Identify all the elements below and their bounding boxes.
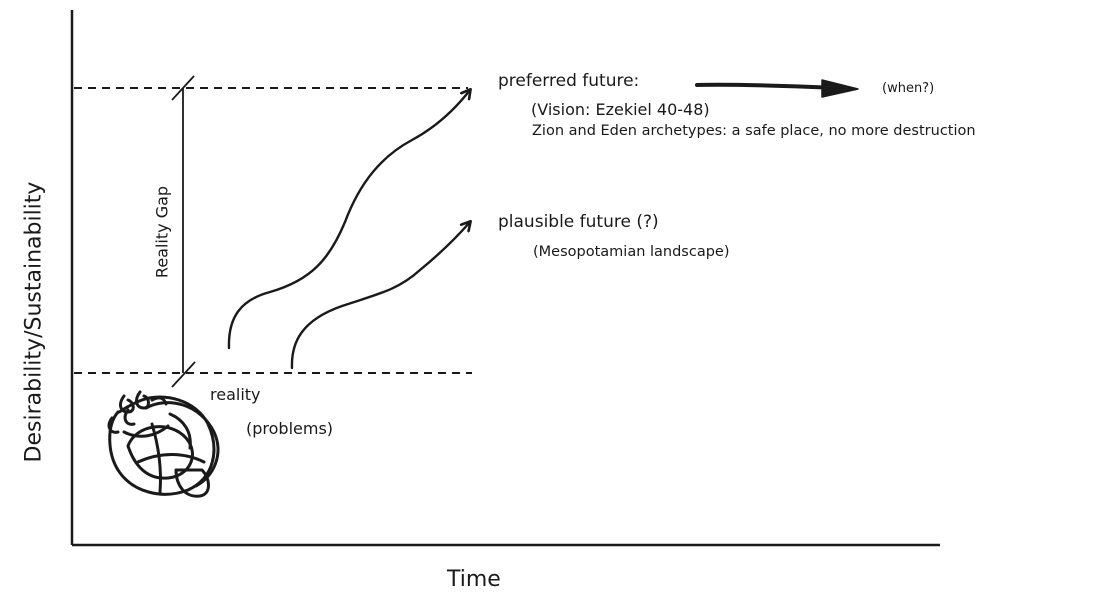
when-brush-arrow <box>695 79 859 98</box>
preferred-future-arrow <box>227 90 470 350</box>
when-label: (when?) <box>882 81 935 96</box>
reality-title: reality <box>210 385 261 404</box>
preferred-future-title: preferred future: <box>498 71 640 91</box>
plausible-future-subtitle: (Mesopotamian landscape) <box>533 244 730 260</box>
reality-subtitle: (problems) <box>246 419 334 438</box>
plausible-future-arrow <box>290 222 470 370</box>
reality-gap-label: Reality Gap <box>152 185 172 279</box>
x-axis-title: Time <box>447 567 501 592</box>
vision-label: (Vision: Ezekiel 40-48) <box>531 100 710 119</box>
plausible-future-title: plausible future (?) <box>498 212 659 232</box>
reality-gap-bracket <box>171 75 196 388</box>
y-axis-title: Desirability/Sustainability <box>21 181 47 463</box>
problems-scribble <box>107 390 220 498</box>
archetypes-label: Zion and Eden archetypes: a safe place, … <box>532 123 976 139</box>
